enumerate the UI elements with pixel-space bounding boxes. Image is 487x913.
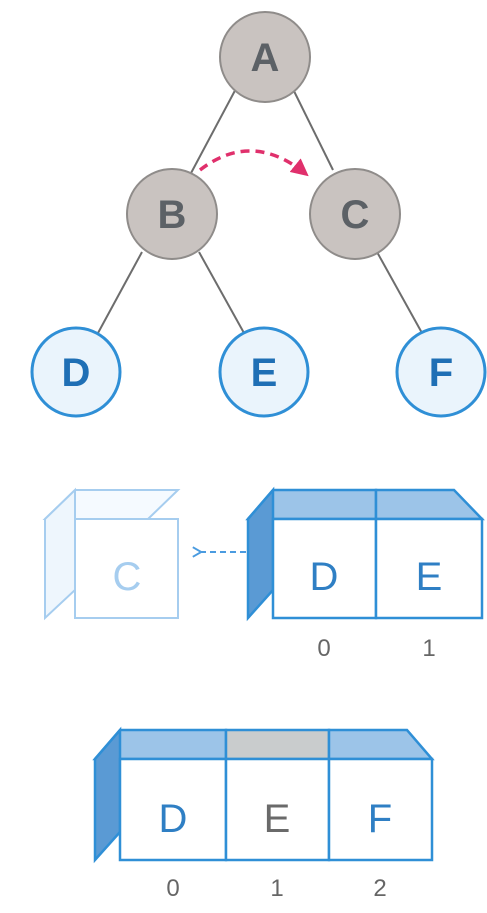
tree-node-a: A (219, 11, 311, 103)
edge-a-b (189, 82, 240, 176)
edge-b-e (198, 251, 245, 334)
queue2-cell-0-label: D (159, 797, 188, 841)
queue2-index-1: 1 (270, 875, 283, 902)
tree-node-e: E (218, 326, 310, 418)
queue2-cell-0: D (118, 757, 228, 862)
queue1-cell-1: E (374, 517, 484, 620)
edge-c-f (376, 251, 423, 334)
tree-node-f-label: F (429, 351, 453, 395)
tree-node-e-label: E (251, 351, 278, 395)
queue1-index-1: 1 (422, 635, 435, 662)
queue2-cell-1: E (224, 757, 331, 862)
queue2-index-0: 0 (166, 875, 179, 902)
tree-edges (97, 82, 423, 334)
queue2-cell-2: F (327, 757, 434, 862)
tree-node-c: C (309, 168, 401, 260)
queue-step-2: D E F 0 1 2 (92, 726, 435, 902)
queue1-cubes: D E (245, 486, 485, 622)
tree-node-b: B (126, 168, 218, 260)
tree-node-a-label: A (251, 36, 280, 80)
dequeued-cube: C (42, 487, 181, 621)
queue2-cell-2-label: F (368, 797, 392, 841)
dequeued-cube-label: C (113, 555, 142, 599)
queue1-index-0: 0 (317, 635, 330, 662)
queue-step-1: C D E 0 1 (42, 486, 485, 662)
tree-node-d-label: D (62, 351, 91, 395)
tree: A B C D E F (30, 11, 487, 418)
queue1-cell-0: D (271, 517, 378, 620)
queue1-cell-1-label: E (416, 555, 443, 599)
queue2-cell-1-label: E (264, 797, 291, 841)
tree-node-c-label: C (341, 193, 370, 237)
edge-a-c (289, 82, 334, 171)
tree-node-d: D (30, 326, 122, 418)
queue1-cell-0-label: D (310, 555, 339, 599)
edge-b-d (97, 251, 143, 334)
traversal-arrow (198, 149, 309, 177)
tree-node-b-label: B (158, 193, 187, 237)
queue2-index-2: 2 (373, 875, 386, 902)
tree-node-f: F (395, 326, 487, 418)
